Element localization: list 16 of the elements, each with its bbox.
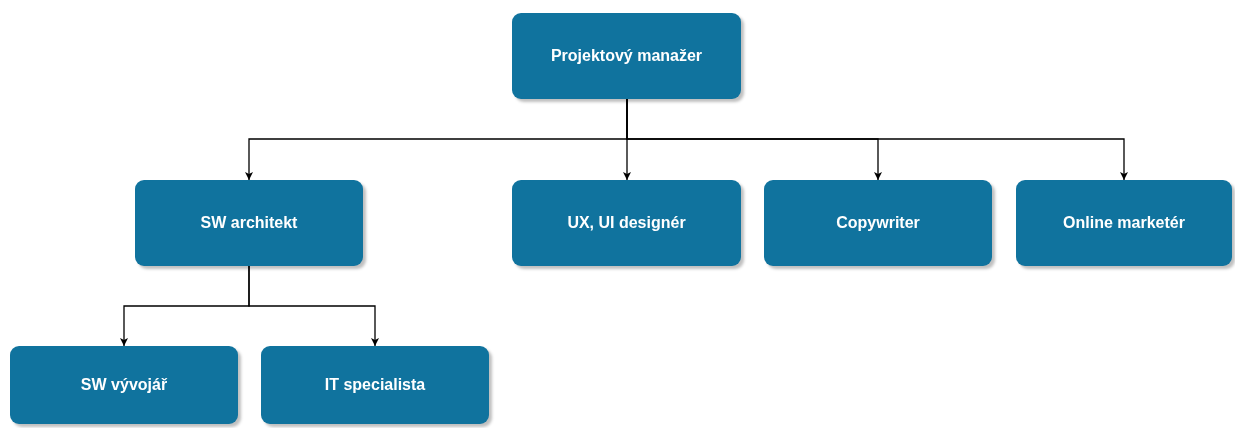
role-box <box>1016 180 1232 266</box>
role-label: SW vývojář <box>80 376 168 394</box>
role-label: Projektový manažer <box>550 47 703 65</box>
role-box <box>764 180 992 266</box>
role-box <box>10 346 238 424</box>
role-label: SW architekt <box>200 214 298 232</box>
role-label: Copywriter <box>836 214 920 232</box>
connector-arrow <box>626 98 1128 181</box>
role-box <box>261 346 489 424</box>
role-label: IT specialista <box>324 376 426 394</box>
role-label: UX, UI designér <box>567 214 686 232</box>
role-box <box>135 180 363 266</box>
role-box <box>512 13 741 99</box>
role-box <box>512 180 741 266</box>
role-label: Online marketér <box>1063 214 1185 232</box>
connector-arrow <box>248 265 379 347</box>
